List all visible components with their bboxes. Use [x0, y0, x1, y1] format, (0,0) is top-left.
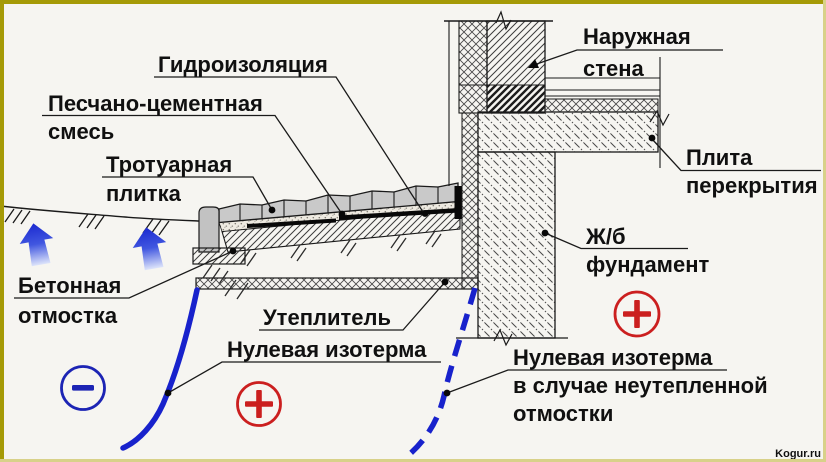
zero-isotherm-dashed — [403, 287, 478, 461]
label-zero-isotherm-uninsulated-3: отмостки — [513, 401, 613, 426]
label-zero-isotherm: Нулевая изотерма — [227, 337, 427, 362]
label-blind-area-2: отмостка — [18, 303, 118, 328]
foundation — [477, 151, 556, 339]
underfloor-crosshatch — [544, 98, 659, 113]
minus-circle — [60, 365, 106, 411]
waterproofing-strip — [247, 186, 462, 228]
floor-finish-lines — [545, 77, 660, 97]
wall-insulation — [458, 20, 488, 114]
leader-arrowhead — [528, 59, 539, 68]
label-zero-isotherm-uninsulated-2: в случае неутепленной — [513, 373, 768, 398]
building-structure — [444, 10, 670, 347]
label-sand-cement-2: смесь — [48, 119, 114, 144]
label-outer-wall-1: Наружная — [583, 24, 691, 49]
label-floor-slab-1: Плита — [686, 145, 753, 170]
leader-dots — [164, 59, 656, 397]
label-outer-wall-2: стена — [583, 56, 645, 81]
plus-circle — [613, 290, 661, 338]
label-paving-2: плитка — [106, 181, 182, 206]
label-foundation-2: фундамент — [586, 252, 709, 277]
plus-circle — [236, 381, 282, 427]
break-symbol-wall — [495, 10, 512, 31]
leader-lines — [14, 49, 821, 394]
blind-area — [192, 182, 479, 300]
watermark: Kogur.ru — [775, 448, 821, 460]
zero-isotherm-solid — [120, 287, 200, 451]
label-foundation-1: Ж/б — [585, 224, 626, 249]
curb-footing — [192, 247, 246, 265]
label-waterproofing: Гидроизоляция — [158, 52, 328, 77]
label-blind-area-1: Бетонная — [18, 273, 121, 298]
heat-flow-arrow — [132, 227, 167, 271]
minus-sign — [72, 385, 94, 391]
label-sand-cement-1: Песчано-цементная — [48, 91, 263, 116]
label-insulation: Утеплитель — [263, 305, 391, 330]
floor-slab — [477, 111, 659, 153]
insulation-strip-horizontal — [195, 277, 479, 290]
heat-flow-arrow — [19, 223, 54, 267]
foundation-insulation — [461, 112, 479, 290]
label-paving-1: Тротуарная — [106, 152, 232, 177]
label-zero-isotherm-uninsulated-1: Нулевая изотерма — [513, 345, 713, 370]
label-floor-slab-2: перекрытия — [686, 173, 818, 198]
curb-stone — [198, 206, 220, 253]
wall-dark-band — [487, 85, 545, 112]
diagram-labels: Гидроизоляция Песчано-цементная смесь Тр… — [18, 24, 818, 426]
break-symbol-foundation — [493, 328, 513, 347]
